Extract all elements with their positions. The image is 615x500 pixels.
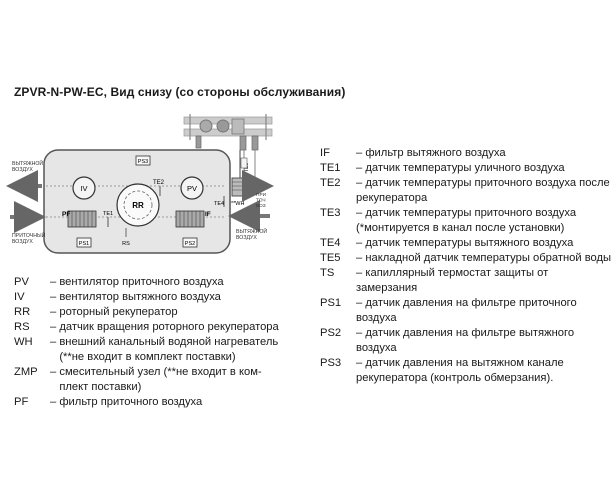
svg-text:TE2: TE2 [153,180,165,186]
svg-text:PS2: PS2 [185,241,195,247]
legend-text: вентилятор приточного воздуха [59,276,224,288]
legend-text: вентилятор вытяжного воздуха [59,291,221,303]
legend-text: роторный рекуператор [59,306,178,318]
if-filter: IF [175,210,211,228]
te2-sensor: TE2 [153,180,165,196]
pv-fan: PV [180,176,204,200]
legend-key: IV [14,291,25,303]
legend-item: TE5 – накладной датчик температуры обрат… [320,252,612,264]
legend-item: PS1 – датчик давления на фильтре приточн… [320,297,577,324]
legend-text: плект поставки) [50,381,142,393]
legend-text: (**не входит в комплект поставки) [50,351,236,363]
page-title: ZPVR-N-PW-EC, Вид снизу (со стороны обсл… [14,85,346,99]
svg-text:IF: IF [205,211,211,218]
legend-right: IF – фильтр вытяжного воздуха TE1 – датч… [320,146,612,386]
legend-item: PS3 – датчик давления на вытяжном канале… [320,357,564,384]
legend-key: TE4 [320,237,341,249]
legend-item: TS – капиллярный термостат защиты от зам… [320,267,549,294]
legend-text: фильтр приточного воздуха [59,396,203,408]
exhaust-air-right-label: ВЫТЯЖНОЙ ВОЗДУХ [236,227,269,241]
legend-text: накладной датчик температуры обратной во… [365,252,612,264]
ps1-sensor: PS1 [76,237,92,248]
legend-item: ZMP – смесительный узел (**не входит в к… [14,366,262,378]
legend-key: RS [14,321,30,333]
legend-item: PF – фильтр приточного воздуха [14,396,203,408]
legend-left: PV – вентилятор приточного воздуха IV – … [14,275,304,410]
legend-text: датчик температуры уличного воздуха [365,162,565,174]
legend-text: датчик давления на фильтре вытяжного воз… [356,327,575,354]
ps2-sensor: PS2 [182,237,198,248]
svg-text:**WH: **WH [231,201,244,207]
svg-text:PS3: PS3 [138,159,148,165]
legend-item-continued: плект поставки) [14,380,304,395]
legend-text: датчик температуры приточного воздуха (*… [356,207,577,234]
ps3-sensor: PS3 [135,155,151,166]
legend-key: PS3 [320,357,342,369]
svg-text:IV: IV [80,184,87,193]
svg-text:PF: PF [62,211,70,218]
svg-text:RS: RS [122,241,130,247]
svg-text:TE4: TE4 [214,201,224,207]
legend-key: PV [14,276,29,288]
legend-item: TE1 – датчик температуры уличного воздух… [320,162,565,174]
legend-item: PS2 – датчик давления на фильтре вытяжно… [320,327,575,354]
legend-item: RR – роторный рекуператор [14,306,178,318]
legend-text: датчик температуры приточного воздуха по… [356,177,610,204]
te1-sensor: TE1 [103,211,113,227]
pf-filter: PF [62,210,97,228]
legend-text: капиллярный термостат защиты от замерзан… [356,267,549,294]
legend-key: PS1 [320,297,342,309]
legend-text: датчик давления на вытяжном канале рекуп… [356,357,564,384]
legend-text: смесительный узел (**не входит в ком- [59,366,262,378]
legend-key: TS [320,267,335,279]
supply-air-right-label: ПРИ ТОЧ ВОЗ [256,192,267,209]
legend-item: TE4 – датчик температуры вытяжного возду… [320,237,574,249]
rr-rotor: RR [116,183,160,227]
legend-key: ZMP [14,366,38,378]
exhaust-air-left-label: ВЫТЯЖНОЙ ВОЗДУХ [12,159,45,173]
legend-item: TE3 – датчик температуры приточного возд… [320,207,577,234]
legend-item: TE2 – датчик температуры приточного возд… [320,177,610,204]
wh-heater: **WH [231,177,249,207]
legend-text: фильтр вытяжного воздуха [365,147,506,159]
legend-text: внешний канальный водяной нагреватель [59,336,279,348]
legend-key: PS2 [320,327,342,339]
legend-key: TE3 [320,207,341,219]
iv-fan: IV [72,176,96,200]
legend-key: RR [14,306,31,318]
mixing-unit [183,114,273,151]
legend-key: TE1 [320,162,341,174]
svg-text:RR: RR [132,201,144,210]
legend-text: датчик температуры вытяжного воздуха [365,237,574,249]
svg-text:PV: PV [187,184,197,193]
legend-item: RS – датчик вращения роторного рекуперат… [14,321,279,333]
legend-key: WH [14,336,33,348]
te4-sensor: TE4 [214,196,225,207]
legend-text: датчик давления на фильтре приточного во… [356,297,577,324]
legend-item: WH – внешний канальный водяной нагревате… [14,336,279,348]
legend-item-continued: (**не входит в комплект поставки) [14,350,304,365]
legend-key: PF [14,396,29,408]
legend-text: датчик вращения роторного рекуператора [59,321,279,333]
legend-key: TE2 [320,177,341,189]
legend-key: TE5 [320,252,341,264]
legend-item: PV – вентилятор приточного воздуха [14,276,224,288]
svg-text:TE1: TE1 [103,211,113,217]
svg-text:PS1: PS1 [79,241,89,247]
supply-air-left-label: ПРИТОЧНЫЙ ВОЗДУХ [12,231,47,245]
rs-sensor: RS [122,228,130,247]
legend-item: IV – вентилятор вытяжного воздуха [14,291,221,303]
legend-key: IF [320,147,330,159]
legend-item: IF – фильтр вытяжного воздуха [320,147,506,159]
